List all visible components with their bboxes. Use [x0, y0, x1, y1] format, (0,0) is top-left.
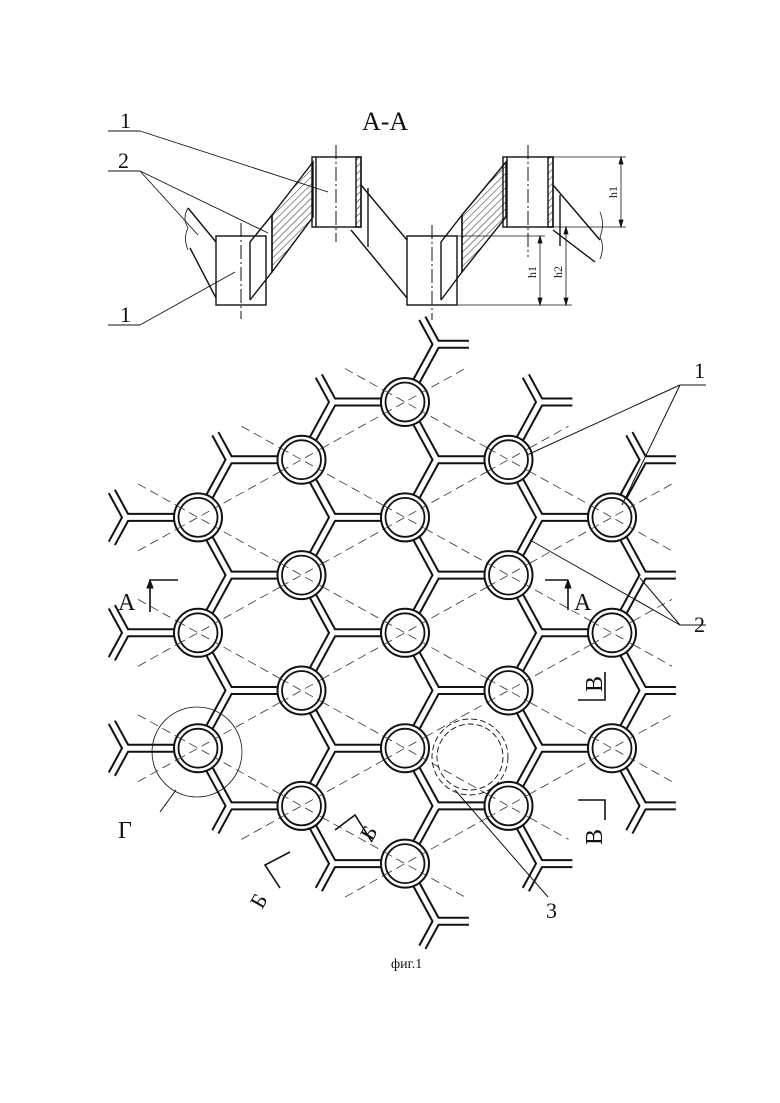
section-mark-v-upper: В [582, 676, 608, 692]
cylinder-outer [588, 609, 636, 657]
detail-label-g: Г [118, 818, 132, 844]
hatched-link-left [272, 162, 313, 272]
cylinder-outer [278, 551, 326, 599]
callout-1-bottom: 1 [120, 302, 131, 327]
section-mark-v-lower: В [582, 829, 608, 845]
hatched-link-right [462, 162, 506, 272]
junction-node-inner [641, 688, 646, 693]
callout-1-top: 1 [120, 108, 131, 133]
callout-1-plan: 1 [694, 358, 705, 383]
callout-2-plan: 2 [694, 612, 705, 637]
cylinder-outer [278, 667, 326, 715]
wall-strip-middle [356, 157, 361, 227]
cylinder-outer [485, 667, 533, 715]
section-mark-b-lower: Б [245, 889, 273, 912]
junction-node-inner [641, 573, 646, 578]
cylinder-outer [381, 724, 429, 772]
junction-node-inner [538, 400, 543, 405]
cylinder-outer [485, 436, 533, 484]
dimension-h1-upper: h1 [606, 186, 620, 198]
section-mark-a-left: А [118, 590, 136, 616]
section-view-a-a: А-А [108, 107, 626, 327]
junction-node-inner [331, 746, 336, 751]
callout-2: 2 [118, 148, 129, 173]
figure-caption: фиг.1 [391, 957, 422, 972]
junction-node-inner [227, 803, 232, 808]
junction-node-inner [434, 688, 439, 693]
junction-node-inner [124, 630, 129, 635]
cylinder-outer [278, 436, 326, 484]
junction-node-inner [538, 746, 543, 751]
section-title: А-А [362, 107, 408, 136]
plan-view-honeycomb [112, 318, 676, 947]
junction-node-inner [434, 803, 439, 808]
part3-circle [432, 719, 508, 795]
junction-node-inner [331, 515, 336, 520]
cylinder-outer [381, 840, 429, 888]
cylinder-outer [485, 551, 533, 599]
junction-node-inner [538, 515, 543, 520]
cylinder-outer [174, 493, 222, 541]
dimension-h2: h2 [551, 266, 565, 278]
junction-node-inner [227, 457, 232, 462]
junction-node-inner [331, 630, 336, 635]
junction-node-inner [124, 746, 129, 751]
cylinder-outer [381, 609, 429, 657]
junction-node-inner [227, 688, 232, 693]
cylinder-outer [278, 782, 326, 830]
junction-node-inner [124, 515, 129, 520]
junction-node-inner [227, 573, 232, 578]
cylinder-outer [588, 724, 636, 772]
wall-strip-right [548, 157, 553, 227]
cylinder-outer [174, 609, 222, 657]
cylinder-outer [381, 493, 429, 541]
junction-node-inner [434, 457, 439, 462]
junction-node-inner [538, 861, 543, 866]
junction-node-inner [331, 861, 336, 866]
junction-node-inner [641, 803, 646, 808]
junction-node-inner [434, 573, 439, 578]
section-mark-a-right: А [574, 590, 592, 616]
junction-node-inner [434, 342, 439, 347]
cylinder-outer [381, 378, 429, 426]
section-mark-b-upper: Б [355, 821, 383, 844]
callout-3-plan: 3 [546, 898, 557, 923]
cylinder-outer [588, 493, 636, 541]
junction-node-inner [331, 400, 336, 405]
cylinder-outer [174, 724, 222, 772]
junction-node-inner [538, 630, 543, 635]
cylinder-outer [485, 782, 533, 830]
junction-node-inner [434, 919, 439, 924]
dimension-h1-lower: h1 [525, 266, 539, 278]
